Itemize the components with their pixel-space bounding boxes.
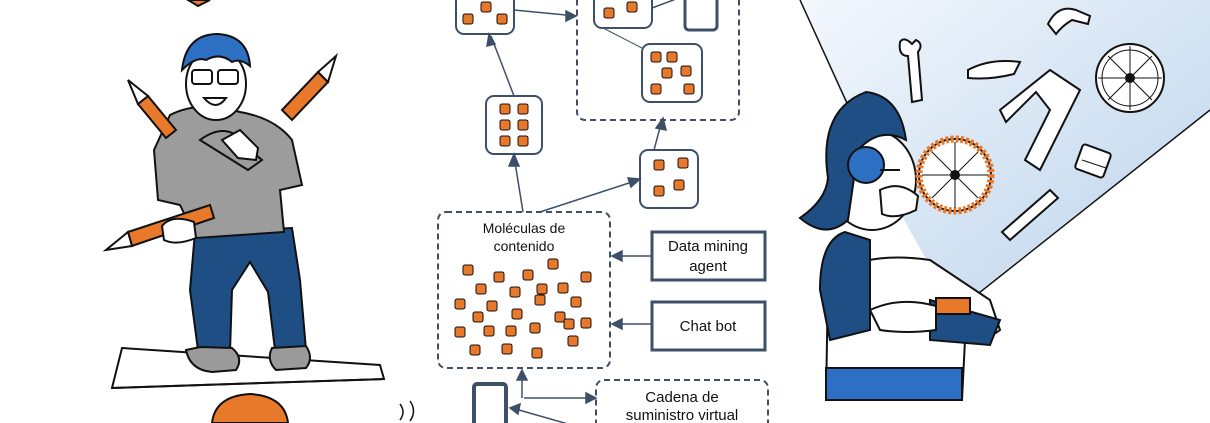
content-box [639,149,699,209]
virtual-supply-chain-label-line2: suministro virtual [626,407,739,423]
smartphone-icon [472,382,508,423]
diagram-arrows [486,0,676,423]
content-molecules-label-line2: contenido [494,238,555,254]
pencil-icon [186,0,211,8]
bicycle-frame-icon [998,68,1082,172]
content-box [485,95,543,155]
content-molecules-label-line1: Moléculas de [483,220,566,236]
smartphone-icon [683,0,719,32]
bicycle-wheel-icon [915,135,995,215]
data-mining-agent-label-line2: agent [689,258,727,275]
virtual-supply-chain-label-line1: Cadena de [645,389,718,406]
content-molecules [454,1,695,359]
bicycle-wheel-icon [1095,43,1165,113]
data-mining-agent-box [650,230,767,282]
data-mining-agent-label-line1: Data mining [668,238,748,255]
saddle-icon [967,60,1022,80]
handlebar-icon [1046,7,1092,36]
balance-board-icon [110,346,415,423]
chat-bot-label: Chat bot [680,318,738,335]
pencil-icon [127,79,178,140]
chat-bot-box [650,300,767,352]
pencil-icon [280,52,339,122]
balancing-person-illustration [102,0,415,423]
pump-icon [1000,188,1060,242]
vision-illustration [798,0,1210,401]
content-box [593,0,653,29]
content-box [455,0,515,35]
diagram [437,0,769,423]
pedal-icon [1074,143,1112,179]
wrench-icon [898,38,924,104]
virtual-supply-chain-box [595,379,769,423]
